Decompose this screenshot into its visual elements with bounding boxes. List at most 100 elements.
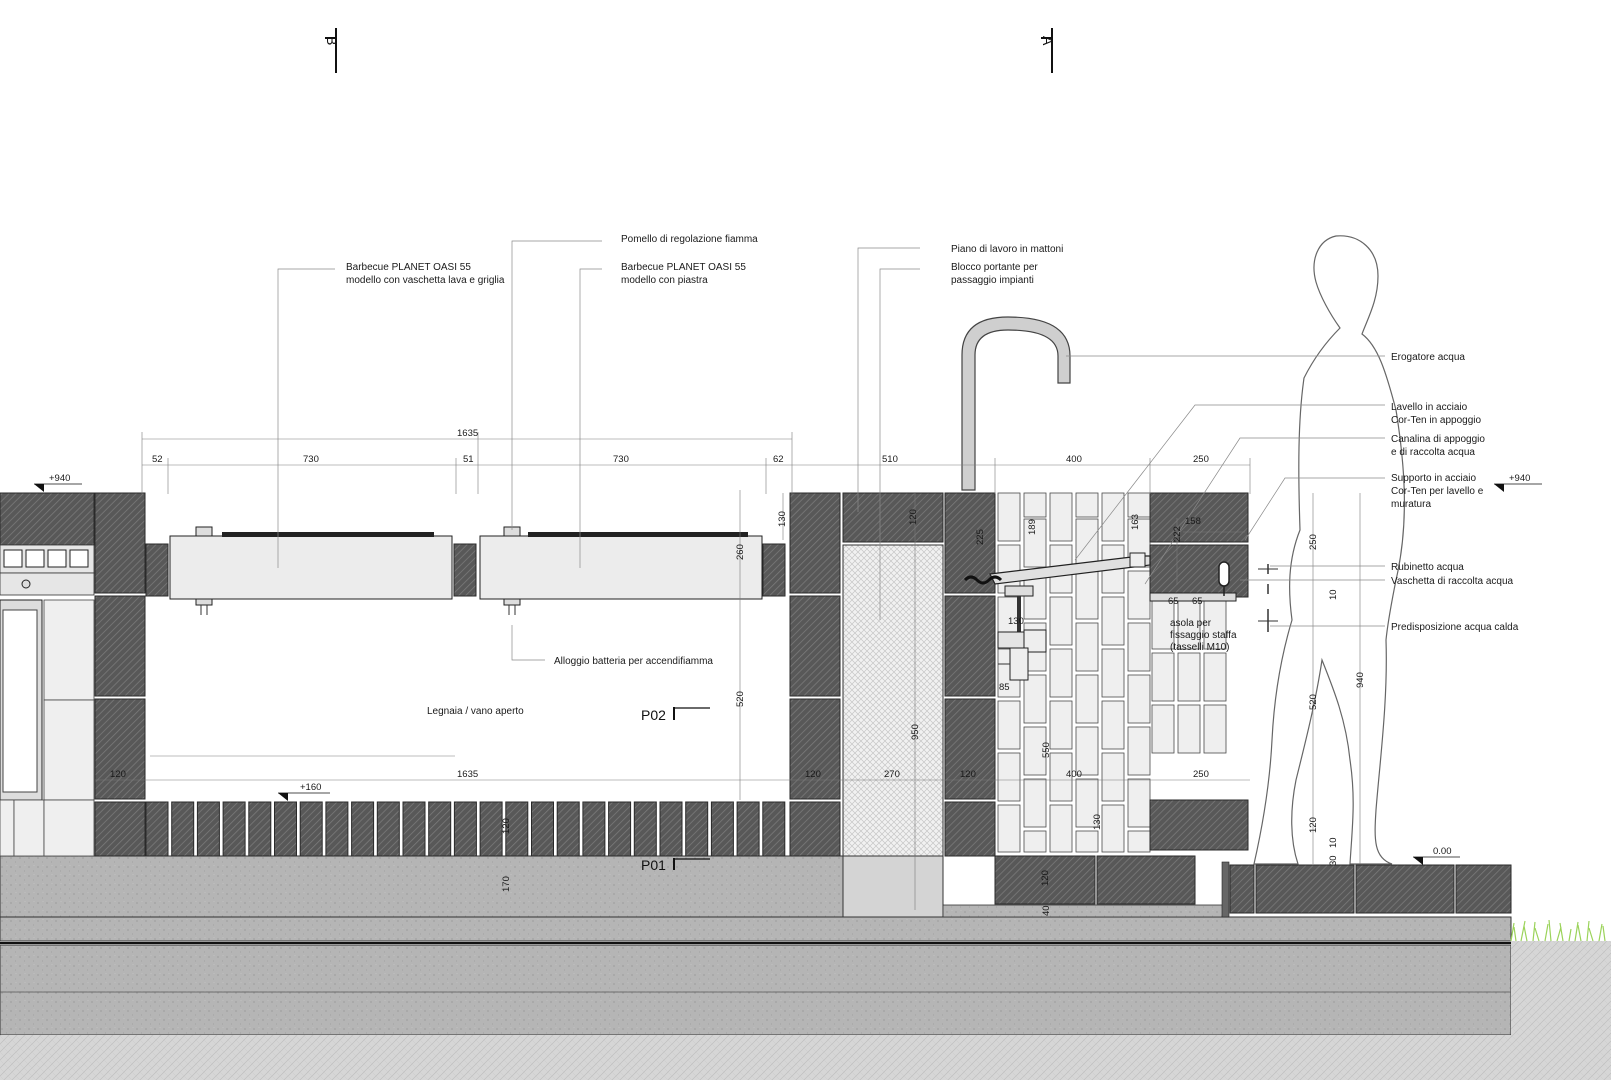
soldier-brick <box>736 801 760 857</box>
callout-gutter-line1: Canalina di appoggio <box>1391 434 1485 445</box>
dim-10-right: 10 <box>1328 837 1339 848</box>
dim-10: 10 <box>1328 589 1339 600</box>
soldier-brick <box>402 801 426 857</box>
level-ground-label: 0.00 <box>1433 846 1452 857</box>
wall-brick <box>1101 492 1125 542</box>
section-mark-a-label: A <box>1040 36 1056 46</box>
callout-bbq2-line2: modello con piastra <box>621 275 708 286</box>
wall-brick <box>1127 492 1151 518</box>
wall-brick <box>1049 700 1073 750</box>
callout-valve: Rubinetto acqua <box>1391 562 1464 573</box>
callout-bbq2-line1: Barbecue PLANET OASI 55 <box>621 262 746 273</box>
dim-260: 260 <box>735 544 746 560</box>
paving <box>1229 864 1512 914</box>
bottom-brick-course <box>145 801 786 857</box>
wall-brick <box>1101 804 1125 853</box>
wall-brick <box>1023 518 1047 568</box>
plan-mark-p01-label: P01 <box>641 857 666 873</box>
soldier-brick <box>274 801 297 857</box>
dim-65a: 65 <box>1168 596 1179 607</box>
dim-120-base: 120 <box>501 818 512 834</box>
sink-brick-pillar <box>944 492 996 857</box>
wall-brick <box>1049 804 1073 853</box>
wall-brick <box>1101 648 1125 698</box>
soldier-brick <box>171 801 195 857</box>
wall-brick <box>1075 778 1099 828</box>
barbecue-unit-2 <box>479 526 786 615</box>
callout-battery: Alloggio batteria per accendifiamma <box>554 656 713 667</box>
dim-120-right: 120 <box>1308 817 1319 833</box>
wall-brick <box>997 700 1021 750</box>
level-low-label: +160 <box>300 782 321 793</box>
wall-brick <box>1101 752 1125 802</box>
wall-brick <box>1049 648 1073 698</box>
wall-brick <box>1177 704 1201 754</box>
soldier-brick <box>479 801 503 857</box>
dim-940: 940 <box>1355 672 1366 688</box>
callout-tray: Vaschetta di raccolta acqua <box>1391 576 1514 587</box>
callout-bbq1-line1: Barbecue PLANET OASI 55 <box>346 262 471 273</box>
wall-brick <box>1101 596 1125 646</box>
plan-mark-p01: P01 <box>641 857 710 873</box>
dim-158: 158 <box>1185 516 1201 527</box>
sink-basin <box>963 552 1151 681</box>
wall-brick <box>1075 674 1099 724</box>
dim-170: 170 <box>501 876 512 892</box>
wall-brick <box>1127 830 1151 853</box>
wall-brick <box>997 492 1021 542</box>
wall-brick <box>1151 704 1175 754</box>
dim-top-62: 62 <box>773 454 784 465</box>
callout-sink-line2: Cor-Ten in appoggio <box>1391 415 1481 426</box>
wall-brick <box>1075 830 1099 853</box>
plan-mark-p02: P02 <box>641 707 710 723</box>
dim-top-730b: 730 <box>613 454 629 465</box>
callout-knob: Pomello di regolazione fiamma <box>621 234 758 245</box>
section-mark-b-label: B <box>324 36 340 45</box>
soldier-brick <box>556 801 580 857</box>
dim-bottom-120a: 120 <box>110 769 126 780</box>
soldier-brick <box>428 801 452 857</box>
soldier-brick <box>376 801 400 857</box>
dim-222: 222 <box>1172 526 1183 542</box>
screed-layer <box>0 916 1512 942</box>
callout-bbq1-line2: modello con vaschetta lava e griglia <box>346 275 505 286</box>
wall-brick <box>1075 492 1099 518</box>
soldier-brick <box>145 801 169 857</box>
callout-support-line1: Supporto in acciaio <box>1391 473 1476 484</box>
wall-brick <box>1023 492 1047 518</box>
dim-top-400: 400 <box>1066 454 1082 465</box>
dim-30: 30 <box>1328 855 1339 866</box>
soldier-brick <box>633 801 657 857</box>
soldier-brick <box>710 801 734 857</box>
dim-189: 189 <box>1027 519 1038 535</box>
callout-worktop: Piano di lavoro in mattoni <box>951 244 1063 255</box>
level-top-left-label: +940 <box>49 473 70 484</box>
wall-brick <box>1177 652 1201 702</box>
wall-brick <box>997 804 1021 853</box>
tap-spout <box>961 316 1071 491</box>
dimension-lines <box>95 432 1361 910</box>
dim-550: 550 <box>1041 742 1052 758</box>
callout-woodstore: Legnaia / vano aperto <box>427 706 524 717</box>
dim-40: 40 <box>1041 905 1052 916</box>
level-top-right-label: +940 <box>1509 473 1530 484</box>
callout-tap-spout: Erogatore acqua <box>1391 352 1465 363</box>
soldier-brick <box>685 801 709 857</box>
callout-slot-line2: fissaggio staffa <box>1170 630 1237 641</box>
dim-bottom-400: 400 <box>1066 769 1082 780</box>
dim-950: 950 <box>910 724 921 740</box>
soldier-brick <box>453 801 477 857</box>
dim-overall-top: 1635 <box>457 428 478 439</box>
soldier-brick <box>659 801 683 857</box>
dim-bottom-270: 270 <box>884 769 900 780</box>
back-brick-wall <box>997 492 1227 853</box>
left-cabinet <box>0 492 95 857</box>
grass <box>1510 919 1606 942</box>
dim-85: 85 <box>999 682 1010 693</box>
dim-130-sink: 130 <box>1008 616 1024 627</box>
soldier-brick <box>351 801 375 857</box>
steel-plate <box>1221 861 1230 918</box>
base-plinth <box>0 855 844 918</box>
soldier-brick <box>762 801 786 857</box>
wall-brick <box>1203 704 1227 754</box>
